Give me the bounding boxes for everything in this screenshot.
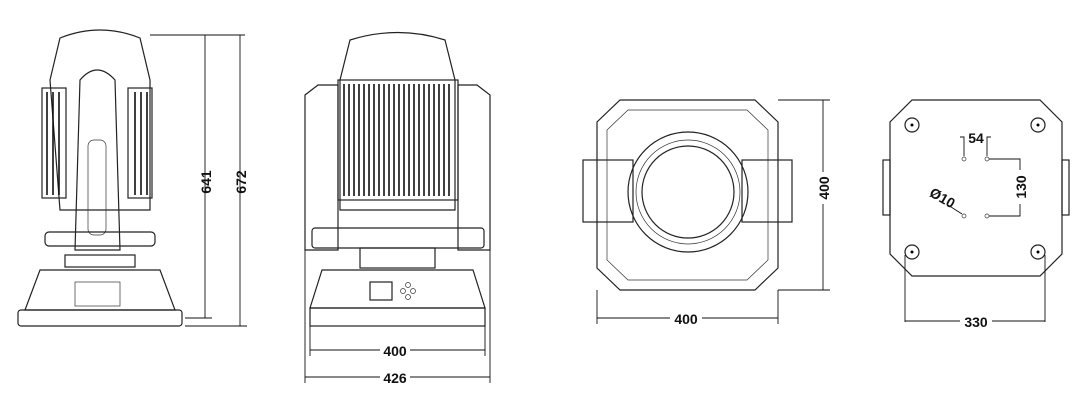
dim-400-front: 400 bbox=[383, 343, 407, 359]
side-fins-right bbox=[127, 87, 153, 199]
front-heatsink bbox=[337, 79, 459, 201]
dim-426: 426 bbox=[383, 370, 407, 386]
dim-diameter-10: Ø10 bbox=[927, 184, 958, 211]
dim-330: 330 bbox=[964, 314, 988, 330]
bottom-handle-left bbox=[882, 159, 891, 216]
top-arm-right bbox=[741, 159, 793, 223]
front-head-outline bbox=[339, 31, 456, 211]
dim-130: 130 bbox=[1013, 175, 1029, 199]
side-base bbox=[24, 269, 176, 311]
side-neck bbox=[64, 254, 136, 268]
front-base bbox=[309, 269, 486, 309]
bottom-outline bbox=[889, 99, 1063, 277]
top-view: 400 400 bbox=[582, 99, 832, 327]
dim-641: 641 bbox=[198, 170, 214, 194]
top-lens bbox=[641, 145, 735, 239]
side-fins-left bbox=[41, 87, 67, 199]
bottom-mount-holes bbox=[961, 156, 990, 219]
side-tilt-bracket bbox=[44, 231, 156, 247]
dim-400-top-depth: 400 bbox=[816, 176, 832, 200]
bottom-handle-right bbox=[1061, 159, 1070, 216]
top-arm-left bbox=[582, 159, 634, 223]
front-control-buttons bbox=[400, 282, 416, 300]
front-arm-left bbox=[304, 84, 339, 251]
side-view: 641 672 bbox=[17, 29, 249, 327]
front-view: 400 426 bbox=[304, 31, 491, 386]
top-head-ring bbox=[627, 131, 749, 253]
dim-54: 54 bbox=[968, 130, 984, 146]
front-arm-right bbox=[457, 84, 491, 251]
top-outline bbox=[596, 99, 779, 291]
side-head-outline bbox=[49, 29, 151, 211]
side-arm bbox=[74, 69, 121, 251]
dim-672: 672 bbox=[233, 170, 249, 194]
dim-400-top-width: 400 bbox=[674, 311, 698, 327]
front-display bbox=[369, 281, 393, 301]
bottom-feet bbox=[904, 117, 1046, 260]
bottom-view: 54 130 Ø10 330 bbox=[882, 99, 1070, 330]
